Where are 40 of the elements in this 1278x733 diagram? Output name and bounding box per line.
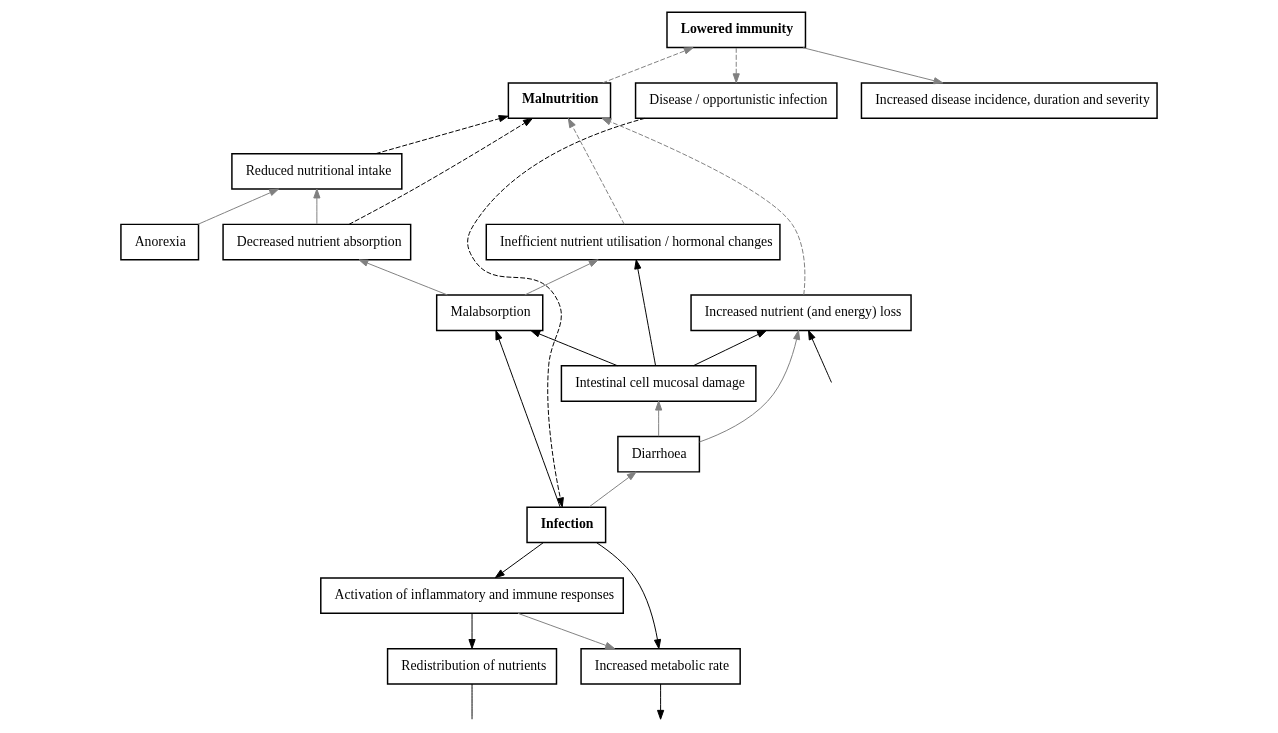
node-box: Activation of inflammatory and immune responses	[320, 577, 625, 615]
arrow	[358, 259, 448, 296]
arrow	[517, 612, 615, 649]
arrow	[348, 117, 533, 225]
arrow	[808, 330, 832, 383]
node-box: Malnutrition	[507, 82, 612, 120]
node-box: Increased metabolic rate	[580, 647, 741, 685]
arrow	[524, 259, 599, 296]
arrow	[197, 188, 280, 225]
node-box: Diarrhoea	[617, 435, 701, 473]
node-box: Infection	[526, 506, 607, 544]
arrow	[802, 47, 944, 85]
node-box: Anorexia	[120, 223, 200, 261]
arrow	[468, 612, 476, 649]
arrow	[313, 188, 321, 225]
arrow	[467, 117, 646, 508]
arrow	[655, 400, 663, 437]
node-box: Redistribution of nutrients	[386, 647, 558, 685]
arrow	[634, 259, 657, 367]
arrow	[530, 330, 618, 367]
arrow	[596, 542, 662, 650]
node-box: Disease / opportunistic infection	[634, 82, 838, 120]
arrow	[602, 47, 694, 84]
arrow	[494, 542, 544, 579]
node-box: Decreased nutrient absorption	[222, 223, 412, 261]
arrow	[732, 47, 740, 84]
arrow	[699, 330, 801, 443]
node-box: Increased disease incidence, duration and severity	[860, 82, 1158, 120]
node-box: Increased nutrient (and energy) loss	[690, 294, 912, 332]
node-box: Lowered immunity	[666, 11, 807, 49]
node-box: Inefficient nutrient utilisation / hormonal changes	[485, 223, 781, 261]
arrow	[588, 471, 637, 508]
node-box: Malabsorption	[435, 294, 544, 332]
node-box: Intestinal cell mucosal damage	[560, 365, 757, 402]
arrow	[693, 330, 767, 367]
node-box: Reduced nutritional intake	[231, 152, 403, 190]
arrow	[601, 117, 806, 296]
arrow	[567, 118, 625, 225]
arrow	[375, 115, 509, 155]
arrow	[495, 330, 561, 508]
